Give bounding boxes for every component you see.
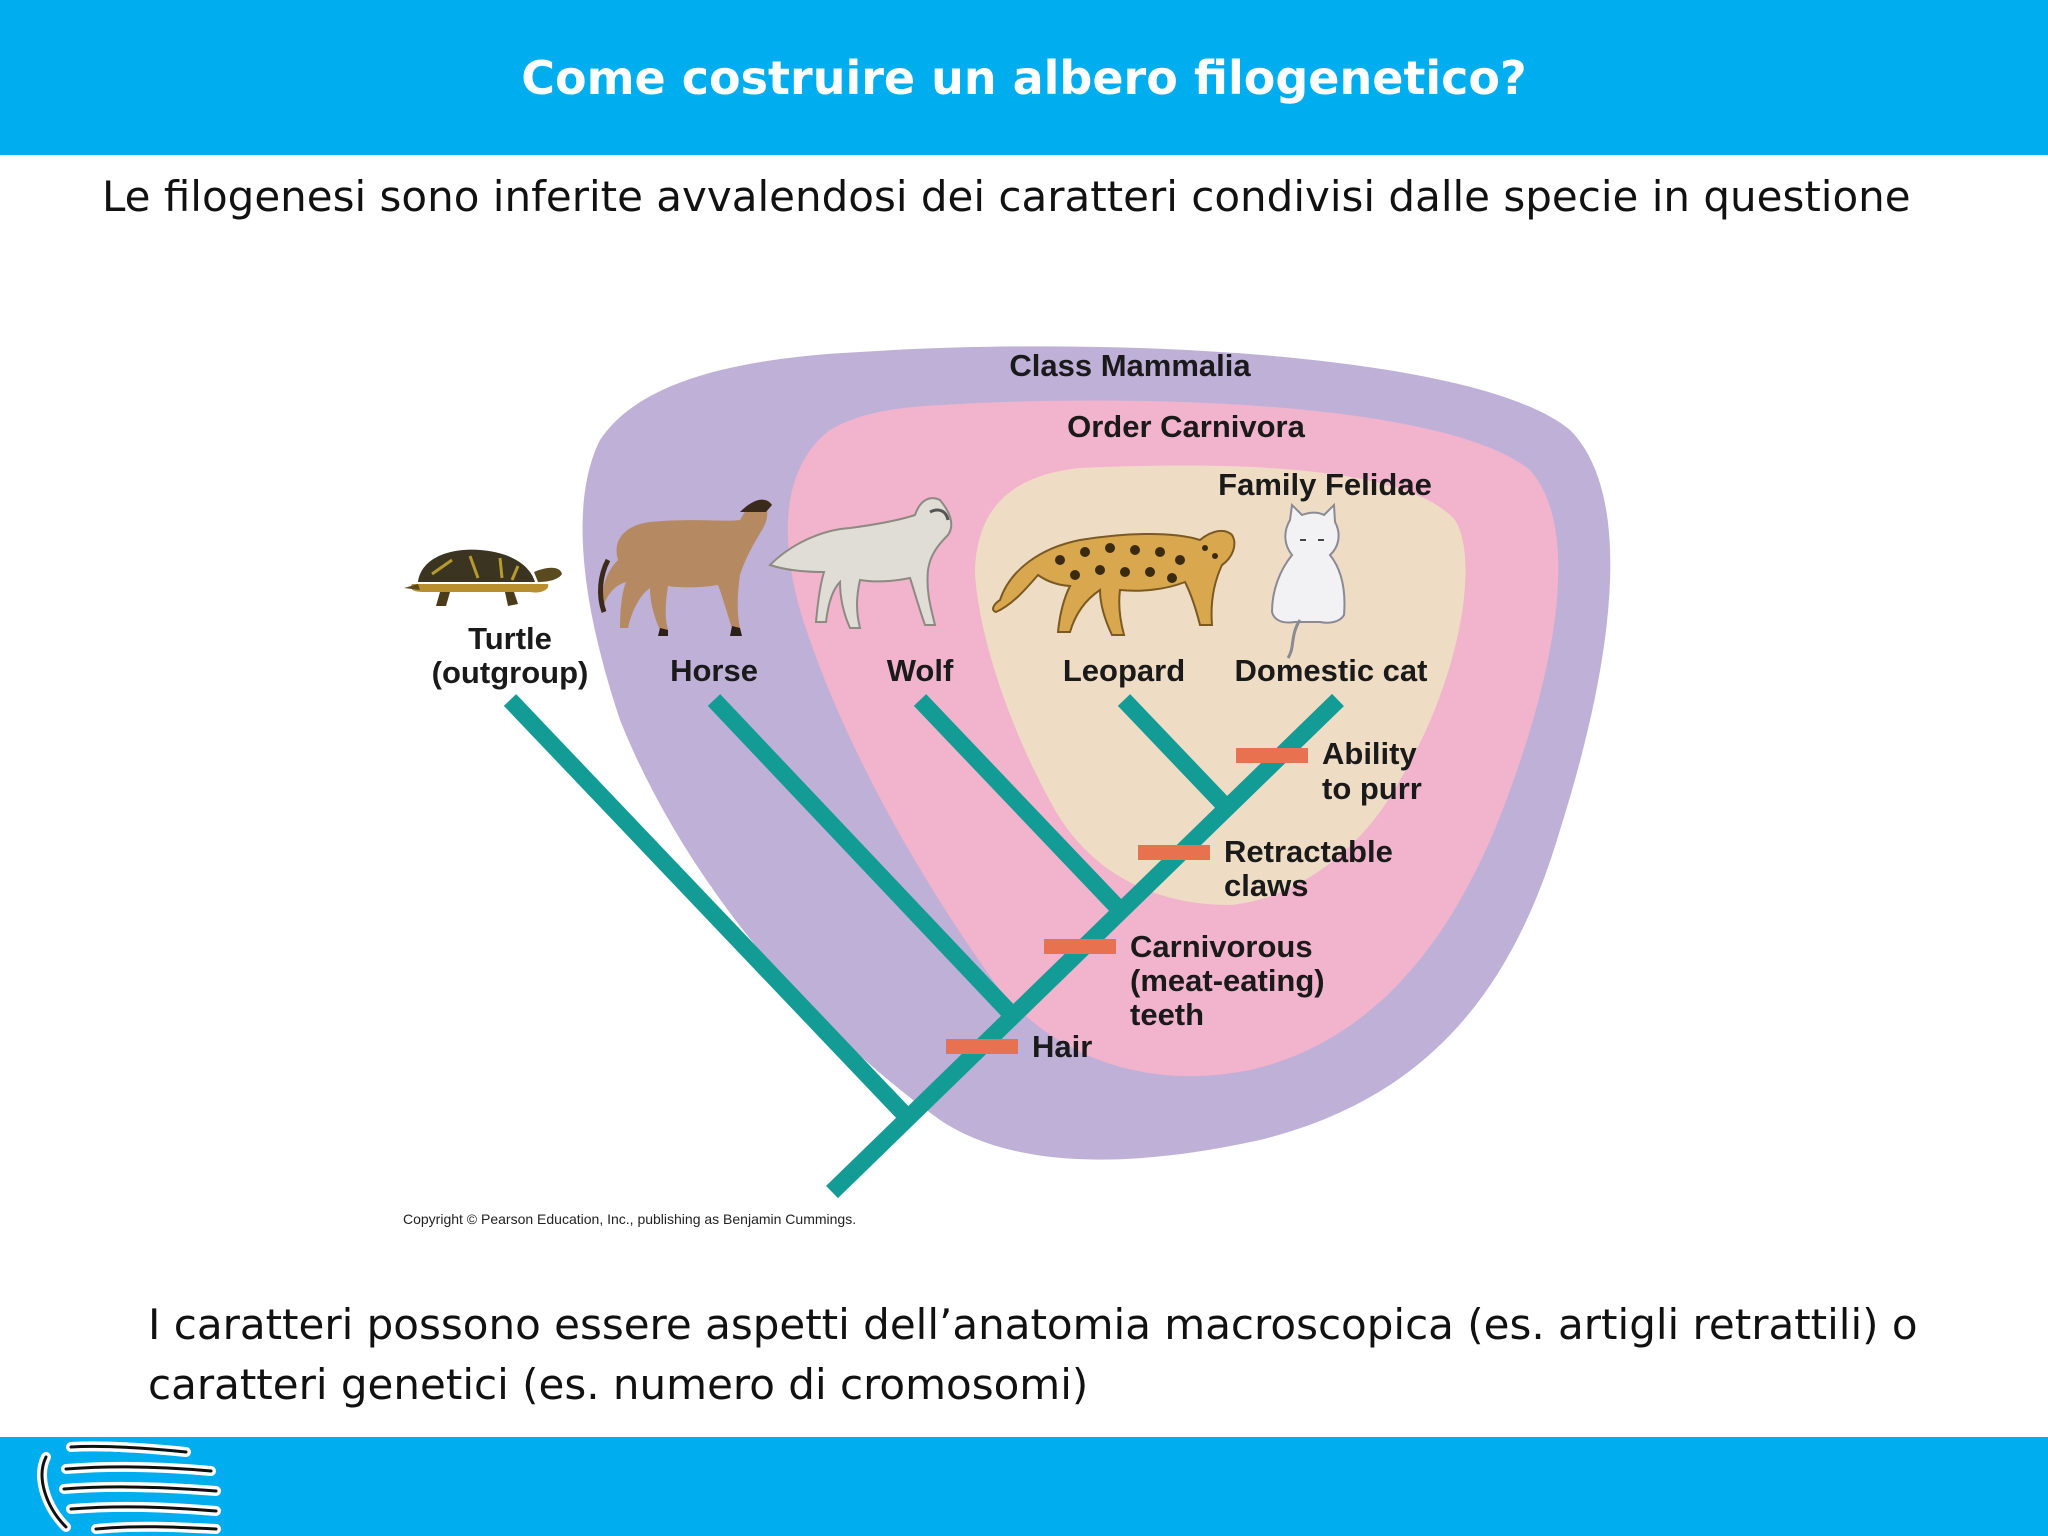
slide-caption: I caratteri possono essere aspetti dell’…	[148, 1300, 1918, 1409]
class-mammalia-label: Class Mammalia	[1009, 348, 1251, 383]
university-logo-icon	[37, 1441, 221, 1534]
taxon-horse-label: Horse	[670, 653, 758, 688]
turtle-icon	[404, 549, 562, 606]
order-carnivora-label: Order Carnivora	[1067, 409, 1306, 444]
character-bar-claws	[1138, 845, 1210, 860]
character-bar-purr	[1236, 748, 1308, 763]
copyright-notice: Copyright © Pearson Education, Inc., pub…	[403, 1211, 856, 1227]
character-claws-label-2: claws	[1224, 868, 1308, 903]
wolf-branch	[913, 694, 1127, 916]
slide-title: Come costruire un albero filogenetico?	[521, 50, 1527, 105]
footer-bar	[0, 1437, 2048, 1536]
taxon-wolf-label: Wolf	[887, 653, 954, 688]
character-claws-label-1: Retractable	[1224, 834, 1393, 869]
character-bar-teeth	[1044, 939, 1116, 954]
leopard-icon	[992, 529, 1236, 636]
wolf-icon	[768, 497, 953, 629]
character-teeth-label-1: Carnivorous	[1130, 929, 1313, 964]
horse-icon	[598, 499, 772, 636]
character-hair-label: Hair	[1032, 1029, 1092, 1064]
slide-subtitle: Le filogenesi sono inferite avvalendosi …	[102, 172, 1911, 221]
character-bar-hair	[946, 1039, 1018, 1054]
character-teeth-label-2: (meat-eating)	[1130, 963, 1325, 998]
family-felidae-label: Family Felidae	[1218, 467, 1432, 502]
taxon-turtle-outgroup-label: (outgroup)	[432, 655, 589, 690]
character-purr-label-1: Ability	[1322, 736, 1417, 771]
character-teeth-label-3: teeth	[1130, 997, 1204, 1032]
leopard-branch	[1117, 694, 1234, 814]
character-purr-label-2: to purr	[1322, 771, 1422, 806]
cat-icon	[1270, 502, 1346, 659]
turtle-branch	[503, 694, 914, 1123]
taxon-turtle-label: Turtle	[468, 621, 552, 656]
taxon-leopard-label: Leopard	[1063, 653, 1185, 688]
horse-branch	[707, 694, 1019, 1021]
header-bar	[0, 0, 2048, 155]
taxon-domestic-cat-label: Domestic cat	[1235, 653, 1428, 688]
